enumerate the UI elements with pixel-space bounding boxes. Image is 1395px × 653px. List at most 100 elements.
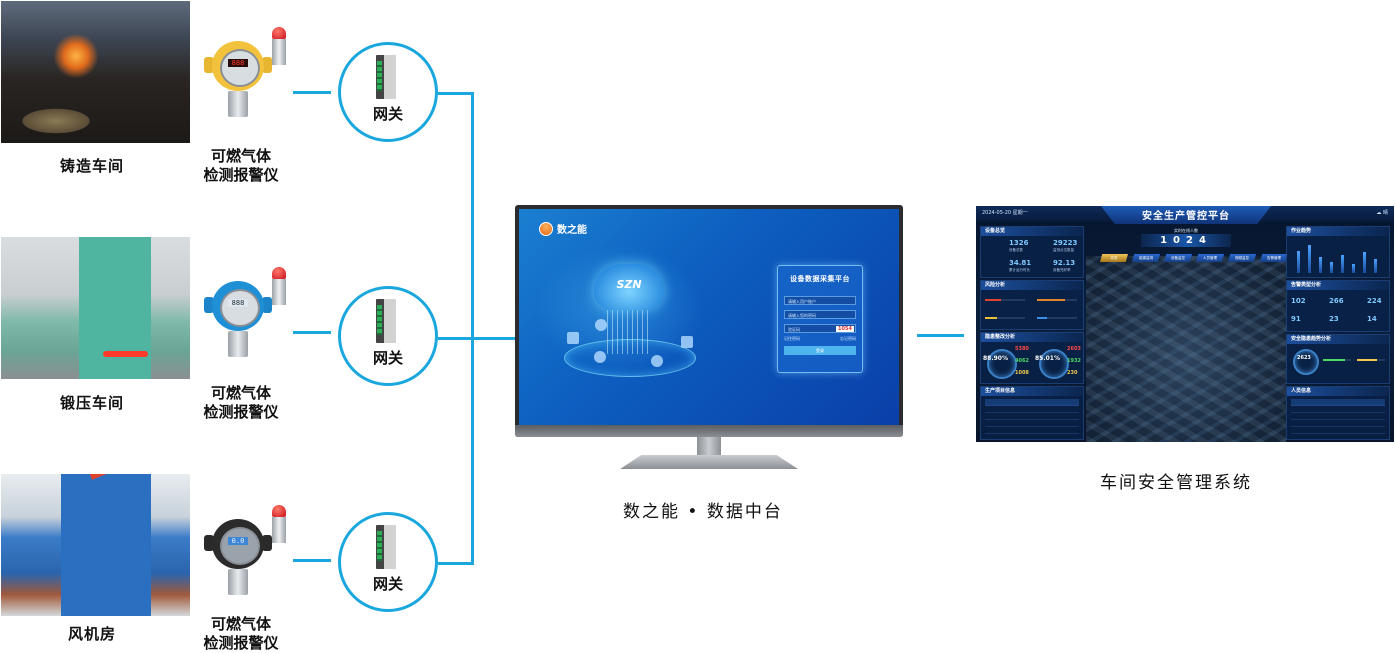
dash-nav-4[interactable]: 视频监控 (1228, 254, 1256, 262)
panel-device-overview: 设备总览 1326 设备总数 29223 监测点位数量 34.81 累计运行时长… (980, 226, 1084, 278)
table-header (985, 399, 1079, 406)
table-row[interactable] (985, 413, 1079, 420)
alarm-stat: 102 (1291, 297, 1306, 305)
table-row[interactable] (985, 427, 1079, 434)
brand-logo-icon (539, 221, 553, 236)
dashboard-title-banner (1101, 206, 1271, 224)
alarm-lamp-body (272, 517, 286, 543)
username-input[interactable]: 请输入用户账户 (784, 296, 856, 305)
dash-nav-2[interactable]: 设备监控 (1164, 254, 1192, 262)
gateway-node-2: 网关 (338, 286, 438, 386)
weather-indicator: ☁ 晴 (1376, 210, 1388, 216)
trend-bar (1352, 263, 1355, 273)
panel-personnel-info: 人员信息 (1286, 386, 1390, 440)
gauge-ring (1293, 349, 1319, 375)
detector-display: 888 (228, 299, 248, 307)
captcha-placeholder: 验证码 (788, 327, 800, 332)
login-title: 设备数据采集平台 (790, 275, 850, 283)
gauge-stat: 5380 (1015, 346, 1029, 352)
monitor-stand-base (620, 455, 798, 469)
dash-nav-0[interactable]: 总览 (1100, 254, 1128, 262)
gauge-stat: 1932 (1067, 358, 1081, 364)
gauge-stat: 1008 (1015, 370, 1029, 376)
connector-gateway-trunk-3 (438, 562, 474, 565)
alarm-stat: 224 (1367, 297, 1382, 305)
risk-progress-bar (1037, 317, 1077, 319)
trend-bar (1330, 261, 1333, 273)
forgot-password-link[interactable]: 忘记密码 (840, 336, 856, 341)
dashboard-caption: 车间安全管理系统 (1100, 473, 1252, 493)
gateway-label: 网关 (372, 105, 403, 123)
gateway-label: 网关 (372, 349, 403, 367)
panel-production-info: 生产项目信息 (980, 386, 1084, 440)
detector-mount-icon (262, 535, 272, 551)
detector-sensor-pipe (228, 569, 248, 595)
3d-factory-map (1086, 256, 1286, 442)
gas-detector-casting: 888 (202, 25, 292, 125)
gauge-ring (987, 349, 1017, 379)
gateway-node-1: 网关 (338, 42, 438, 142)
detector-face (220, 289, 260, 327)
connector-gateway-trunk-1 (438, 92, 474, 95)
table-row[interactable] (985, 420, 1079, 427)
detector-label-fan-room: 可燃气体 检测报警仪 (186, 615, 296, 653)
connector-trunk-vertical (471, 92, 474, 565)
detector-mount-icon (262, 297, 272, 313)
panel-hazard-rectification: 隐患整改分析 88.90% 5380 4062 1008 85.01% 2603… (980, 332, 1084, 384)
risk-progress-bar (985, 317, 1025, 319)
panel-risk-analysis: 风险分析 (980, 280, 1084, 330)
detector-label-line2: 检测报警仪 (203, 166, 279, 184)
trend-bar (1363, 252, 1366, 273)
detector-mount-icon (204, 297, 214, 313)
panel-title: 告警类型分析 (1287, 281, 1389, 290)
detector-display: 0.0 (228, 537, 248, 545)
detector-face (220, 527, 260, 565)
detector-mount-icon (204, 57, 214, 73)
password-input[interactable]: 请输入您的密码 (784, 310, 856, 319)
table-row[interactable] (1291, 406, 1385, 413)
dash-nav-1[interactable]: 能源监测 (1132, 254, 1160, 262)
captcha-image[interactable]: 1054 (836, 326, 854, 332)
login-button[interactable]: 登录 (784, 346, 856, 355)
panel-title: 人员信息 (1287, 387, 1389, 396)
alarm-stat: 266 (1329, 297, 1344, 305)
stat-value: 1326 (1009, 239, 1029, 247)
table-row[interactable] (1291, 413, 1385, 420)
table-row[interactable] (985, 406, 1079, 413)
remember-password-checkbox[interactable]: 记住密码 (784, 336, 800, 341)
table-header (1291, 399, 1385, 406)
panel-title: 安全隐患趋势分析 (1287, 335, 1389, 344)
gateway-node-3: 网关 (338, 512, 438, 612)
gateway-label: 网关 (372, 575, 403, 593)
connector-monitor-dashboard (917, 334, 964, 337)
stat-label: 设备完好率 (1053, 268, 1071, 272)
trend-bar (1308, 245, 1311, 273)
gauge-value: 85.01% (1035, 355, 1060, 362)
stat-value: 29223 (1053, 239, 1078, 247)
table-row[interactable] (1291, 420, 1385, 427)
dash-nav-3[interactable]: 人员管理 (1196, 254, 1224, 262)
stat-value: 92.13 (1053, 259, 1076, 267)
meter-icon (567, 332, 579, 344)
gauge-stat: 4062 (1015, 358, 1029, 364)
captcha-input[interactable]: 验证码 1054 (784, 324, 856, 333)
dash-nav-5[interactable]: 告警管理 (1260, 254, 1288, 262)
gauge-value: 2623 (1297, 355, 1311, 361)
monitor-bezel-chin (515, 425, 903, 437)
gauge-ring (1039, 349, 1069, 379)
table-row[interactable] (1291, 427, 1385, 434)
brand-logo: 数之能 (539, 221, 587, 236)
panel-title: 作业趋势 (1287, 227, 1389, 236)
detector-display: 888 (228, 59, 248, 67)
alarm-lamp-icon (272, 27, 286, 39)
fan-room-photo (1, 474, 190, 616)
stat-label: 监测点位数量 (1053, 248, 1074, 252)
trend-bar (1319, 257, 1322, 273)
data-platform-monitor: 数之能 SZN 设备数据采集平台 请输入用户账户 请输入您的密码 验证码 105… (515, 205, 903, 437)
gauge-stat: 230 (1067, 370, 1078, 376)
detector-label-casting: 可燃气体 检测报警仪 (186, 147, 296, 185)
data-stream-graphic (607, 310, 651, 354)
detector-label-forging: 可燃气体 检测报警仪 (186, 384, 296, 422)
gateway-device-icon (376, 55, 396, 99)
gear-icon (594, 351, 606, 363)
